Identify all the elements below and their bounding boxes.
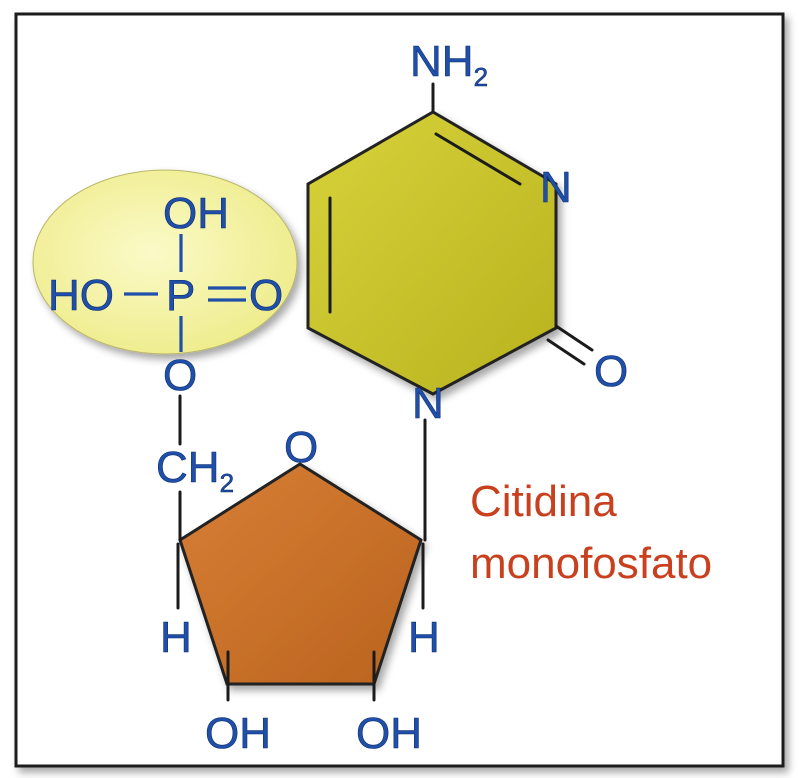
caption-line-2: monofosfato	[470, 539, 712, 588]
bond-c2-o	[554, 324, 594, 352]
sugar-oh-left: OH	[205, 709, 271, 758]
base-nh2-sub: 2	[474, 62, 488, 92]
sugar-oh-right: OH	[356, 709, 422, 758]
sugar-h-right: H	[408, 613, 440, 662]
base-n3: N	[540, 163, 572, 212]
sugar-ring-o: O	[284, 423, 318, 472]
caption-line-1: Citidina	[470, 477, 617, 526]
linker-ch2: CH2	[156, 443, 234, 498]
phosphate-p: P	[166, 271, 195, 320]
phosphate-o-double: O	[249, 271, 283, 320]
ribose-ring	[178, 462, 423, 686]
base-o2: O	[594, 347, 628, 396]
linker-ch2-sub: 2	[220, 468, 234, 498]
linker-ch2-main: CH	[156, 443, 220, 492]
sugar-h-left: H	[160, 613, 192, 662]
bond-c2-o-double	[546, 338, 586, 366]
base-n1: N	[412, 379, 444, 428]
hex-double-bond-top	[434, 132, 522, 186]
base-nh2: NH2	[410, 37, 488, 92]
phosphate-oh-top: OH	[163, 189, 229, 238]
cytosine-ring	[306, 110, 558, 396]
diagram-frame	[14, 12, 785, 768]
base-nh2-main: NH	[410, 37, 474, 86]
phosphate-highlight	[32, 169, 298, 355]
phosphate-o-ester: O	[163, 351, 197, 400]
phosphate-ho-left: HO	[48, 271, 114, 320]
